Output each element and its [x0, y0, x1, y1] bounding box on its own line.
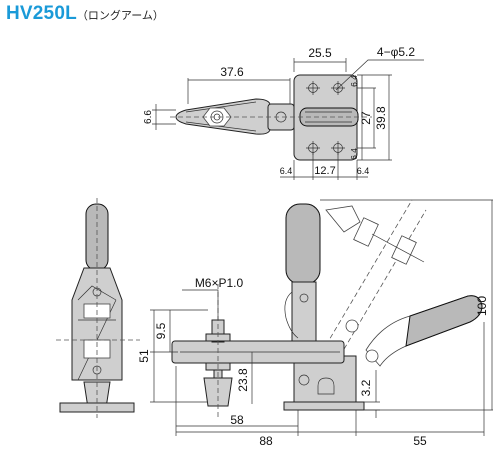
dim-overall-height: 100: [475, 296, 489, 316]
dim-spindle-height: 51: [137, 349, 151, 363]
top-view-arm-slot: [185, 101, 257, 132]
dim-arm-height: 9.5: [154, 322, 168, 339]
dim-hole-pitch-h: 12.7: [314, 165, 335, 177]
side-view-open-position: [321, 199, 483, 367]
model-note: （ロングアーム）: [76, 10, 164, 22]
model-name: HV250L: [6, 3, 77, 24]
dim-hole-pitch-v: 27: [359, 111, 373, 125]
dim-base-width: 25.5: [308, 46, 332, 60]
dim-edge-left: 6.4: [280, 166, 293, 176]
front-view: [56, 198, 140, 418]
dim-spindle-reach: 58: [230, 413, 244, 427]
side-view: M6×P1.0 51 9.5 23.8 3.2 100 58 88 55: [137, 199, 493, 448]
title: HV250L（ロングアーム）: [6, 4, 164, 26]
dim-thread: M6×P1.0: [195, 276, 244, 290]
front-view-handle: [85, 203, 109, 271]
dim-handle-travel: 55: [413, 434, 427, 448]
dim-base-thickness: 3.2: [359, 379, 373, 396]
dim-edge-bottom: 6.4: [349, 148, 359, 160]
side-view-base-plate: [283, 401, 365, 411]
dim-overall-length: 88: [259, 434, 273, 448]
dim-pivot-height: 23.8: [236, 368, 250, 392]
side-view-handle: [285, 203, 321, 285]
dim-arm-length: 37.6: [220, 65, 244, 79]
dim-base-depth: 39.8: [374, 106, 388, 130]
dim-handle-height: 6.6: [143, 110, 154, 124]
front-view-body: [71, 267, 123, 381]
top-view: 37.6 25.5 4−φ5.2 6.6 6.4 27 39.8 6.4 6.4…: [143, 45, 424, 180]
dim-edge-right: 6.4: [357, 166, 370, 176]
dim-edge-top: 6.4: [349, 75, 359, 87]
dim-hole-spec: 4−φ5.2: [377, 45, 415, 59]
